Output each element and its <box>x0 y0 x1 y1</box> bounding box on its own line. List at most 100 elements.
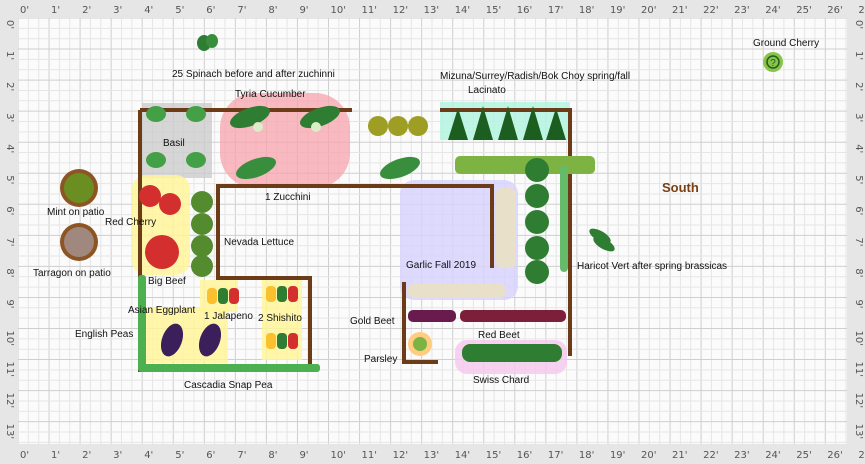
unknown-plant-glyph: ? <box>770 58 776 69</box>
bottom-ruler-label: 20' <box>641 450 656 461</box>
bottom-ruler <box>0 444 865 464</box>
top-ruler-label: 27' <box>858 5 865 16</box>
bottom-ruler-label: 14' <box>455 450 470 461</box>
label-big-beef: Big Beef <box>148 276 186 287</box>
right-ruler-label: 7' <box>853 237 864 246</box>
pepper-icon <box>207 286 298 349</box>
bottom-ruler-label: 25' <box>796 450 811 461</box>
bottom-ruler-label: 11' <box>362 450 377 461</box>
left-ruler-label: 8' <box>4 268 15 277</box>
left-ruler-label: 6' <box>4 206 15 215</box>
bottom-ruler-label: 3' <box>113 450 122 461</box>
top-ruler-label: 11' <box>362 5 377 16</box>
label-english-peas: English Peas <box>75 329 133 340</box>
top-ruler-label: 26' <box>827 5 842 16</box>
pea-icon <box>138 275 320 372</box>
right-ruler-label: 8' <box>853 268 864 277</box>
top-ruler-label: 5' <box>175 5 184 16</box>
bed-lower-right-outline <box>402 282 438 364</box>
garlic-highlight <box>400 180 518 300</box>
right-ruler-label: 11' <box>853 362 864 377</box>
right-ruler-label: 4' <box>853 144 864 153</box>
top-ruler-label: 21' <box>672 5 687 16</box>
label-red-cherry: Red Cherry <box>105 217 156 228</box>
top-ruler-label: 14' <box>455 5 470 16</box>
top-ruler-label: 17' <box>548 5 563 16</box>
left-ruler-label: 12' <box>4 393 15 408</box>
label-garlic: Garlic Fall 2019 <box>406 260 476 271</box>
label-gold-beet: Gold Beet <box>350 316 395 327</box>
right-ruler <box>847 0 865 464</box>
top-ruler-label: 24' <box>765 5 780 16</box>
top-ruler <box>0 0 865 18</box>
top-ruler-label: 2' <box>82 5 91 16</box>
basil-icon <box>146 106 206 168</box>
mizuna-icon <box>368 116 428 136</box>
label-haricot-vert: Haricot Vert after spring brassicas <box>577 261 727 272</box>
label-cucumber: Tyria Cucumber <box>235 89 306 100</box>
bottom-ruler-label: 0' <box>20 450 29 461</box>
top-ruler-label: 9' <box>299 5 308 16</box>
eggplant-icon <box>160 323 222 357</box>
bottom-ruler-label: 10' <box>331 450 346 461</box>
top-ruler-label: 6' <box>206 5 215 16</box>
bottom-ruler-label: 26' <box>827 450 842 461</box>
label-parsley: Parsley <box>364 354 397 365</box>
bottom-ruler-label: 6' <box>206 450 215 461</box>
right-ruler-label: 6' <box>853 206 864 215</box>
bottom-ruler-label: 8' <box>268 450 277 461</box>
bottom-ruler-label: 24' <box>765 450 780 461</box>
bottom-ruler-label: 23' <box>734 450 749 461</box>
compass-south: South <box>662 180 699 195</box>
bottom-ruler-label: 16' <box>517 450 532 461</box>
left-ruler-label: 13' <box>4 424 15 439</box>
top-ruler-label: 1' <box>51 5 60 16</box>
spinach-icon <box>197 34 218 51</box>
plant-labels: 25 Spinach before and after zuchinni Tyr… <box>33 38 819 391</box>
tomato-icon <box>139 185 181 269</box>
bottom-ruler-label: 7' <box>237 450 246 461</box>
label-snap-pea: Cascadia Snap Pea <box>184 380 273 391</box>
right-ruler-label: 9' <box>853 299 864 308</box>
left-ruler-label: 1' <box>4 51 15 60</box>
cucumber-icon <box>230 105 340 132</box>
left-ruler-label: 4' <box>4 144 15 153</box>
top-ruler-label: 0' <box>20 5 29 16</box>
label-mint: Mint on patio <box>47 207 105 218</box>
label-eggplant: Asian Eggplant <box>128 305 195 316</box>
label-shishito: 2 Shishito <box>258 313 302 324</box>
top-ruler-label: 20' <box>641 5 656 16</box>
bottom-ruler-label: 21' <box>672 450 687 461</box>
bottom-ruler-label: 2' <box>82 450 91 461</box>
lettuce-row-icon <box>455 156 595 174</box>
label-swiss-chard: Swiss Chard <box>473 375 529 386</box>
label-spinach: 25 Spinach before and after zuchinni <box>172 69 335 80</box>
top-ruler-label: 3' <box>113 5 122 16</box>
gold-beet-icon <box>408 310 456 322</box>
bottom-ruler-label: 4' <box>144 450 153 461</box>
top-ruler-label: 15' <box>486 5 501 16</box>
garlic-icon <box>408 188 516 298</box>
right-ruler-label: 10' <box>853 331 864 346</box>
label-nevada-lettuce: Nevada Lettuce <box>224 237 294 248</box>
bottom-ruler-label: 9' <box>299 450 308 461</box>
bottom-ruler-label: 13' <box>424 450 439 461</box>
top-ruler-label: 8' <box>268 5 277 16</box>
left-ruler-label: 10' <box>4 331 15 346</box>
right-ruler-label: 0' <box>853 20 864 29</box>
lacinato-icon <box>448 106 566 140</box>
top-ruler-label: 10' <box>331 5 346 16</box>
red-beet-icon <box>460 310 566 322</box>
top-ruler-label: 22' <box>703 5 718 16</box>
left-ruler-label: 9' <box>4 299 15 308</box>
right-ruler-label: 1' <box>853 51 864 60</box>
label-basil: Basil <box>163 138 185 149</box>
ground-cherry-icon: ? <box>763 52 783 72</box>
brassica-icon <box>525 158 568 284</box>
label-red-beet: Red Beet <box>478 330 520 341</box>
top-ruler-label: 13' <box>424 5 439 16</box>
top-ruler-label: 4' <box>144 5 153 16</box>
swiss-chard-icon <box>462 344 562 362</box>
label-zucchini: 1 Zucchini <box>265 192 311 203</box>
